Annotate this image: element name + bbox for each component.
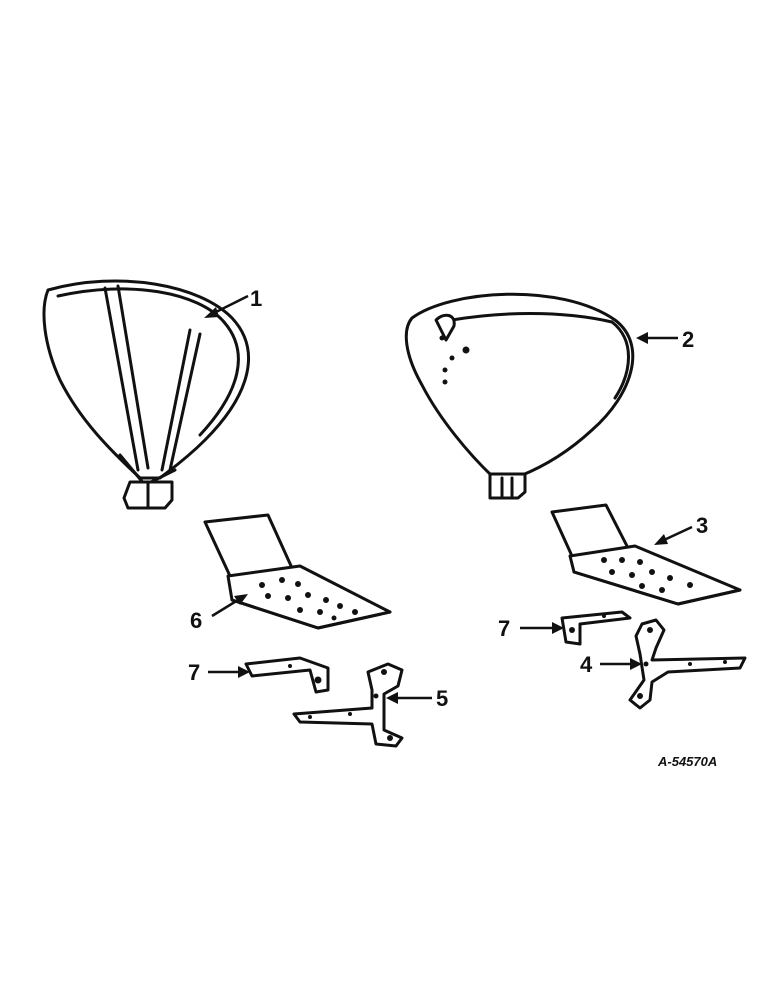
callout-6: 6	[190, 608, 202, 633]
leader-4	[600, 658, 642, 670]
callout-4: 4	[580, 652, 593, 677]
mounting-bracket-part-4	[628, 618, 747, 710]
callout-7-right: 7	[498, 616, 510, 641]
callout-2: 2	[682, 327, 694, 352]
callout-1: 1	[250, 286, 262, 311]
callout-5: 5	[436, 686, 448, 711]
leader-7-right	[520, 622, 564, 634]
angle-bracket-part-7-left	[244, 656, 330, 694]
leader-1	[204, 294, 249, 318]
bracket-plate-part-6	[203, 513, 392, 630]
seat-part-1	[42, 279, 250, 510]
leader-7-left	[208, 666, 250, 678]
leader-6	[211, 594, 248, 618]
leader-5	[386, 692, 432, 704]
mounting-bracket-part-5	[292, 662, 404, 748]
figure-id: A-54570A	[657, 754, 717, 769]
bracket-plate-part-3	[550, 503, 742, 606]
leader-2	[636, 332, 678, 344]
seat-part-2	[404, 292, 635, 500]
angle-bracket-part-7-right	[560, 610, 632, 646]
leader-3	[654, 525, 693, 545]
callout-3: 3	[696, 513, 708, 538]
callout-7-left: 7	[188, 660, 200, 685]
